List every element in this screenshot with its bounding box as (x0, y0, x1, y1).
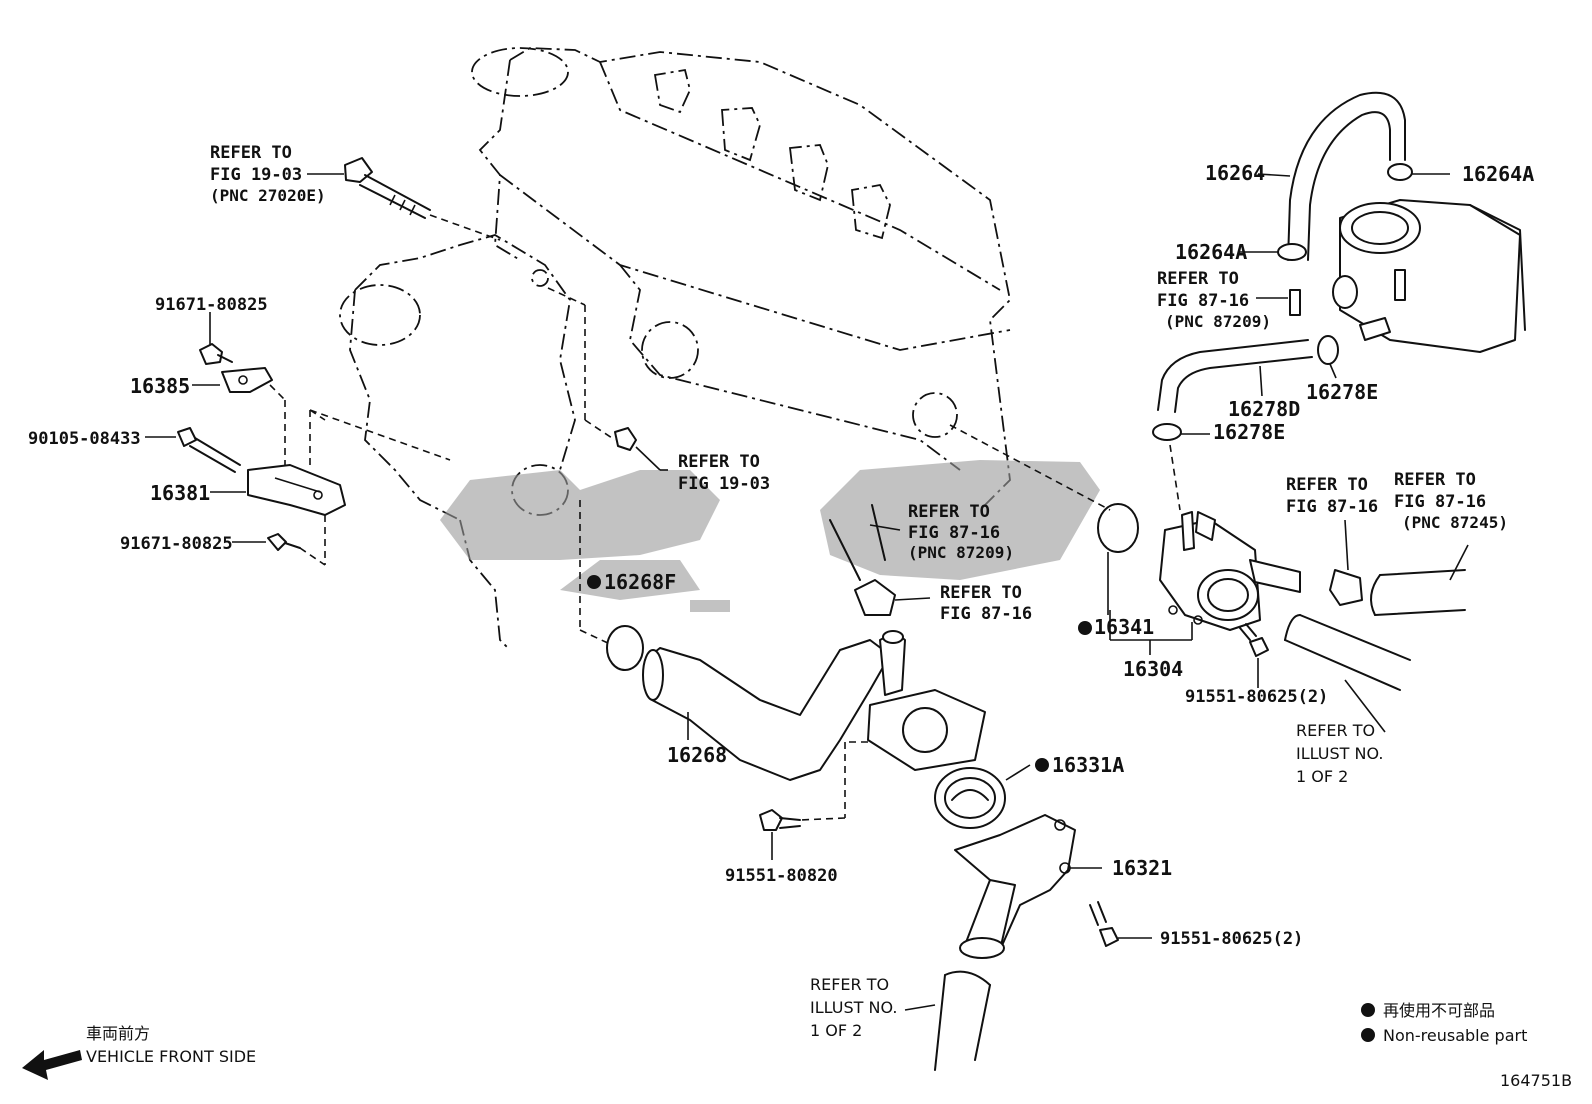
refer-label-19-03-top-1: REFER TO (210, 143, 292, 163)
refer-illust-right-3: 1 OF 2 (1296, 767, 1348, 786)
refer-label-87-16-a-1: REFER TO (1286, 475, 1368, 495)
refer-label-19-03-mid-2: FIG 19-03 (678, 474, 770, 494)
refer-label-19-03-top-2: FIG 19-03 (210, 165, 302, 185)
part-number-16264a-left: 16264A (1175, 240, 1247, 264)
part-number-16264: 16264 (1205, 161, 1265, 185)
part-number-16385: 16385 (130, 374, 190, 398)
bolt-91551-80625-bottom (1089, 901, 1152, 947)
refer-label-87-16-clamp-2: FIG 87-16 (940, 604, 1032, 624)
front-text-jp: 車両前方 (86, 1024, 150, 1043)
water-outlet-16304 (1109, 511, 1301, 655)
part-number-91671-top: 91671-80825 (155, 295, 268, 315)
refer-label-87-16-upper-1: REFER TO (1157, 269, 1239, 289)
part-number-16341: 16341 (1094, 615, 1154, 639)
clamp-87-16-a (1329, 519, 1363, 606)
part-number-16321: 16321 (1112, 856, 1172, 880)
clamp-16278e-left (1152, 423, 1210, 511)
refer-label-87-16-clamp-1: REFER TO (940, 583, 1022, 603)
part-number-16264a-right: 16264A (1462, 162, 1534, 186)
hose-16264 (1257, 91, 1406, 261)
thermostat-16331a (934, 758, 1049, 829)
part-number-91551-80625-right: 91551-80625(2) (1185, 687, 1328, 707)
hose-87209-center (829, 504, 931, 616)
refer-illust-right-2: ILLUST NO. (1296, 744, 1383, 763)
refer-label-19-03-top-3: (PNC 27020E) (210, 186, 326, 205)
part-number-91671-bottom: 91671-80825 (120, 534, 233, 554)
refer-illust-right-1: REFER TO (1296, 721, 1375, 740)
non-reusable-dot (1035, 758, 1049, 772)
refer-label-87-16-mid-3: (PNC 87209) (908, 543, 1014, 562)
bracket-16385 (192, 367, 286, 470)
part-number-16268f: 16268F (604, 570, 676, 594)
bolt-91671-bottom (232, 533, 326, 566)
bolt-91671-top (199, 312, 233, 365)
part-number-16304: 16304 (1123, 657, 1183, 681)
part-number-16278d: 16278D (1228, 397, 1300, 421)
bolt-91551-80625-right (1239, 623, 1269, 688)
plug-wells (653, 68, 891, 240)
refer-label-87-16-a-2: FIG 87-16 (1286, 497, 1378, 517)
labels: REFER TO FIG 19-03 (PNC 27020E) 91671-80… (28, 143, 1534, 1040)
housing-16321 (954, 814, 1102, 959)
refer-illust-bottom-1: REFER TO (810, 975, 889, 994)
clamp-16264a-left (1240, 243, 1307, 261)
part-number-16268: 16268 (667, 743, 727, 767)
part-number-91551-80625-bottom: 91551-80625(2) (1160, 929, 1303, 949)
figure-id: 164751B (1500, 1071, 1572, 1090)
part-number-91551-80820: 91551-80820 (725, 866, 838, 886)
front-text-en: VEHICLE FRONT SIDE (86, 1047, 256, 1066)
clip-19-03 (614, 427, 668, 471)
part-number-16278e-left: 16278E (1213, 420, 1285, 444)
clamp-16264a-right (1387, 163, 1450, 181)
bracket-16381 (210, 409, 451, 565)
oring-16268f (587, 575, 644, 671)
part-number-16381: 16381 (150, 481, 210, 505)
refer-label-19-03-mid-1: REFER TO (678, 452, 760, 472)
bolt-27020e (344, 157, 501, 241)
filled-circle-icon (1361, 1028, 1375, 1042)
legend-text-en: Non-reusable part (1383, 1026, 1527, 1045)
hose-16278d (1157, 339, 1313, 413)
refer-illust-bottom-2: ILLUST NO. (810, 998, 897, 1017)
legend: 再使用不可部品 Non-reusable part (1361, 1001, 1527, 1045)
oring-16341 (1078, 503, 1139, 635)
hose-illust-right (1284, 614, 1411, 733)
vehicle-front-indicator: 車両前方 VEHICLE FRONT SIDE (22, 1024, 256, 1080)
bolt-90105 (145, 427, 241, 473)
hose-illust-bottom (904, 970, 991, 1071)
engine-ports (339, 47, 958, 516)
refer-label-87-16-b-1: REFER TO (1394, 470, 1476, 490)
refer-label-87-16-mid-1: REFER TO (908, 502, 990, 522)
legend-text-jp: 再使用不可部品 (1383, 1001, 1495, 1020)
refer-label-87-16-upper-3: (PNC 87209) (1165, 312, 1271, 331)
throttle-body (1332, 199, 1526, 353)
pipe-87209-upper (1256, 289, 1301, 316)
bolt-91551-80820 (759, 809, 801, 860)
non-reusable-dot (587, 575, 601, 589)
filled-circle-icon (1361, 1003, 1375, 1017)
engine-block-outline (349, 47, 1011, 651)
part-number-16331a: 16331A (1052, 753, 1124, 777)
refer-label-87-16-mid-2: FIG 87-16 (908, 523, 1000, 543)
non-reusable-dot (1078, 621, 1092, 635)
refer-label-87-16-b-3: (PNC 87245) (1402, 513, 1508, 532)
hose-87245 (1370, 544, 1469, 616)
part-number-16278e-right: 16278E (1306, 380, 1378, 404)
refer-illust-bottom-3: 1 OF 2 (810, 1021, 862, 1040)
part-number-90105: 90105-08433 (28, 429, 141, 449)
refer-label-87-16-b-2: FIG 87-16 (1394, 492, 1486, 512)
pipe-16268 (642, 630, 986, 821)
refer-label-87-16-upper-2: FIG 87-16 (1157, 291, 1249, 311)
clamp-16278e-right (1317, 335, 1339, 379)
arrow-left-icon (22, 1050, 82, 1080)
